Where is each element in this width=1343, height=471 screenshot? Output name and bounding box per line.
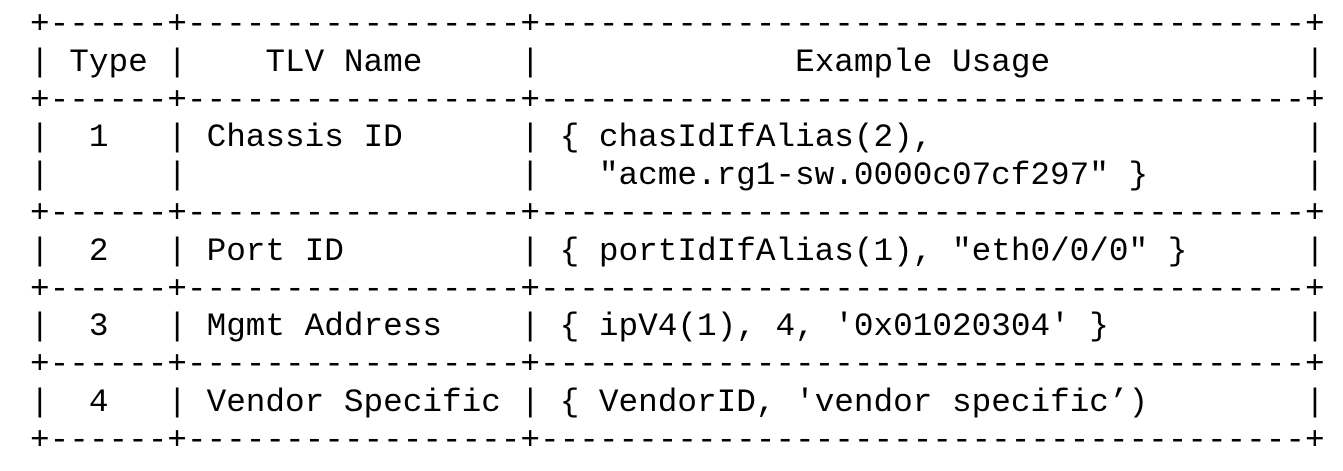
table-rule: +------+-----------------+--------------… bbox=[30, 421, 1325, 459]
example-usage-cell: { portIdIfAlias(1), "eth0/0/0" } bbox=[559, 232, 1188, 270]
example-usage-cell: "acme.rg1-sw.0000c07cf297" } bbox=[559, 157, 1149, 195]
table-rule: +------+-----------------+--------------… bbox=[30, 270, 1325, 308]
example-usage-cell: { chasIdIfAlias(2), bbox=[559, 119, 933, 157]
tlv-name-cell: Mgmt Address bbox=[206, 308, 442, 346]
column-header: TLV Name bbox=[265, 43, 423, 81]
type-cell: 3 bbox=[88, 308, 109, 346]
table-rule: +------+-----------------+--------------… bbox=[30, 194, 1325, 232]
table-rule: +------+-----------------+--------------… bbox=[30, 346, 1325, 384]
type-cell: 1 bbox=[88, 119, 109, 157]
tlv-name-cell: Chassis ID bbox=[206, 119, 403, 157]
tlv-name-cell: Port ID bbox=[206, 232, 344, 270]
tlv-name-cell: Vendor Specific bbox=[206, 383, 501, 421]
column-header: Type bbox=[69, 43, 148, 81]
tlv-ascii-table: +------+-----------------+--------------… bbox=[30, 6, 1325, 459]
column-header: Example Usage bbox=[795, 43, 1051, 81]
example-usage-cell: { VendorID, 'vendor specific’) bbox=[559, 383, 1149, 421]
type-cell: 4 bbox=[88, 383, 109, 421]
table-rule: +------+-----------------+--------------… bbox=[30, 6, 1325, 43]
table-rule: +------+-----------------+--------------… bbox=[30, 81, 1325, 119]
type-cell: 2 bbox=[88, 232, 109, 270]
example-usage-cell: { ipV4(1), 4, '0x01020304' } bbox=[559, 308, 1109, 346]
